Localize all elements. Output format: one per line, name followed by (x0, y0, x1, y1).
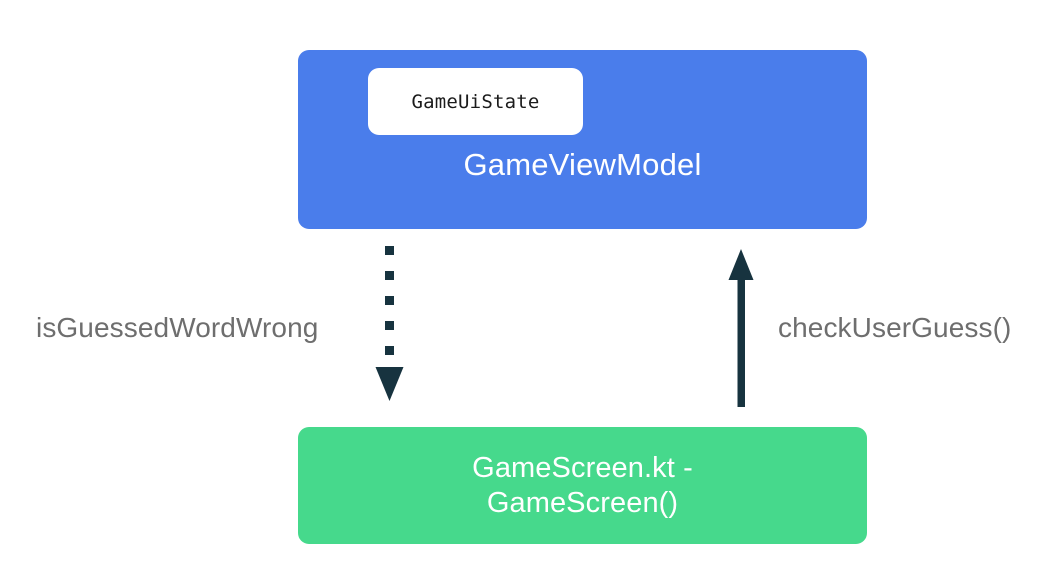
arrow-head-up (728, 249, 754, 280)
arrow-dotted-down (375, 246, 404, 401)
node-game-view-model[interactable]: GameUiState GameViewModel (298, 50, 867, 229)
arrow-dot (385, 346, 394, 355)
chip-game-ui-state[interactable]: GameUiState (368, 68, 583, 135)
arrow-solid-up (728, 249, 754, 407)
node-game-screen-label-line2: GameScreen() (486, 486, 679, 519)
chip-game-ui-state-label: GameUiState (411, 90, 540, 113)
node-game-screen-label-line1: GameScreen.kt - (472, 452, 693, 485)
arrow-dot (385, 296, 394, 305)
arrow-dot (385, 321, 394, 330)
arrow-dot (385, 246, 394, 255)
arrow-shaft (737, 278, 745, 407)
arrow-dot (385, 271, 394, 280)
node-game-screen-label: GameScreen.kt - GameScreen() (472, 451, 693, 519)
arrow-head-down (375, 367, 404, 401)
edge-label-check-user-guess: checkUserGuess() (778, 312, 1012, 343)
node-game-screen[interactable]: GameScreen.kt - GameScreen() (298, 427, 867, 544)
node-game-view-model-label: GameViewModel (463, 147, 702, 182)
edge-label-is-guessed-word-wrong: isGuessedWordWrong (36, 312, 319, 343)
